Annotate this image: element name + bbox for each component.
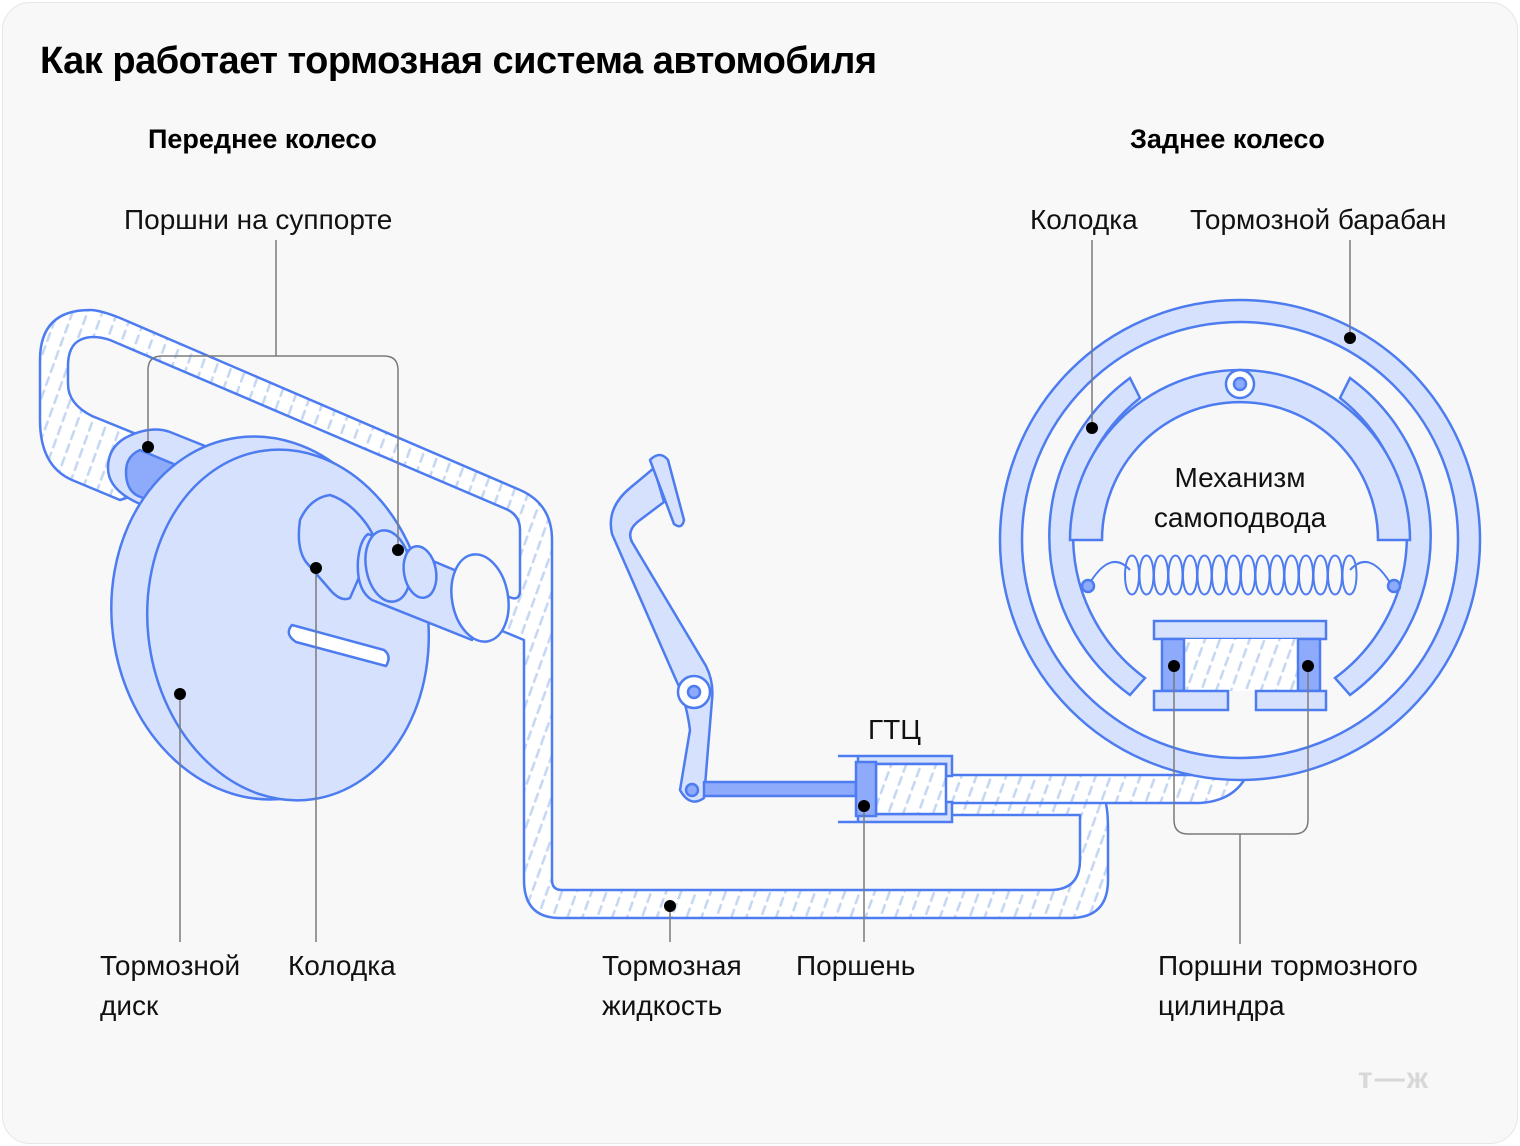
master-cylinder-chamber — [874, 762, 948, 816]
dot-wheel-piston-left — [1168, 660, 1180, 672]
label-brake-fluid: Тормозная жидкость — [602, 946, 742, 1026]
label-brake-disc: Тормозной диск — [100, 946, 240, 1026]
front-caliper-loop-pipe — [38, 308, 1110, 920]
spring-coil — [1341, 554, 1358, 596]
dot-caliper-front-piston — [392, 544, 404, 556]
front-disc-assembly — [106, 428, 510, 802]
label-brake-disc-line-2: диск — [100, 990, 159, 1021]
pedal-pad — [648, 453, 686, 528]
label-brake-drum: Тормозной барабан — [1190, 204, 1447, 235]
label-brake-fluid-line-1: Тормозная — [602, 950, 742, 981]
pedal-pivot — [686, 684, 702, 700]
label-front-pad: Колодка — [288, 950, 396, 981]
adjuster-pivot — [1232, 376, 1248, 392]
caliper-front-body-end — [450, 553, 510, 643]
pedal-arm — [609, 466, 714, 803]
anchor-dots — [142, 332, 1356, 912]
label-wheel-cylinder-pistons-line-2: цилиндра — [1158, 990, 1285, 1021]
dot-brake-disc — [174, 688, 186, 700]
master-cylinder — [838, 754, 954, 824]
label-wheel-cylinder-pistons-line-1: Поршни тормозного — [1158, 950, 1418, 981]
spring-anchor-right — [1386, 578, 1402, 594]
dot-piston — [858, 800, 870, 812]
front-wheel-heading: Переднее колесо — [148, 124, 377, 154]
caliper-front-piston-end — [402, 544, 438, 600]
wheel-cylinder-top — [1152, 619, 1328, 641]
dot-rear-shoe — [1086, 422, 1098, 434]
pedal-rod-joint — [684, 782, 700, 798]
label-self-adjuster-line-1: Механизм — [1174, 462, 1306, 493]
dot-brake-drum — [1344, 332, 1356, 344]
brake-pedal — [609, 453, 858, 803]
label-rear-shoe: Колодка — [1030, 204, 1138, 235]
label-caliper-pistons: Поршни на суппорте — [124, 204, 393, 235]
label-self-adjuster-line-2: самоподвода — [1153, 502, 1327, 533]
wheel-cylinder-bottom — [1152, 689, 1328, 712]
rear-drum-assembly — [998, 298, 1482, 782]
label-brake-fluid-line-2: жидкость — [602, 990, 723, 1021]
dot-wheel-piston-right — [1302, 660, 1314, 672]
label-self-adjuster: Механизм самоподвода — [1140, 458, 1340, 538]
self-adjuster-arc — [1068, 368, 1412, 542]
leader-wheel-cylinder-pistons — [1173, 666, 1309, 944]
label-master-cylinder: ГТЦ — [868, 714, 921, 745]
wheel-cylinder-chamber — [1184, 639, 1298, 691]
spring-anchor-left — [1080, 578, 1096, 594]
rear-wheel-heading: Заднее колесо — [1130, 124, 1325, 154]
dot-brake-fluid — [664, 900, 676, 912]
label-piston: Поршень — [796, 950, 916, 981]
dot-front-pad — [310, 562, 322, 574]
page-title: Как работает тормозная система автомобил… — [40, 40, 877, 82]
disc-axle-pin — [287, 623, 390, 668]
tj-logo: т—ж — [1358, 1062, 1430, 1095]
label-wheel-cylinder-pistons: Поршни тормозного цилиндра — [1158, 946, 1418, 1026]
leader-caliper-pistons — [147, 240, 399, 550]
label-brake-disc-line-1: Тормозной — [100, 950, 241, 981]
leader-lines — [147, 240, 1351, 944]
pushrod — [702, 780, 858, 798]
dot-caliper-rear-piston — [142, 441, 154, 453]
return-spring — [1087, 554, 1393, 596]
